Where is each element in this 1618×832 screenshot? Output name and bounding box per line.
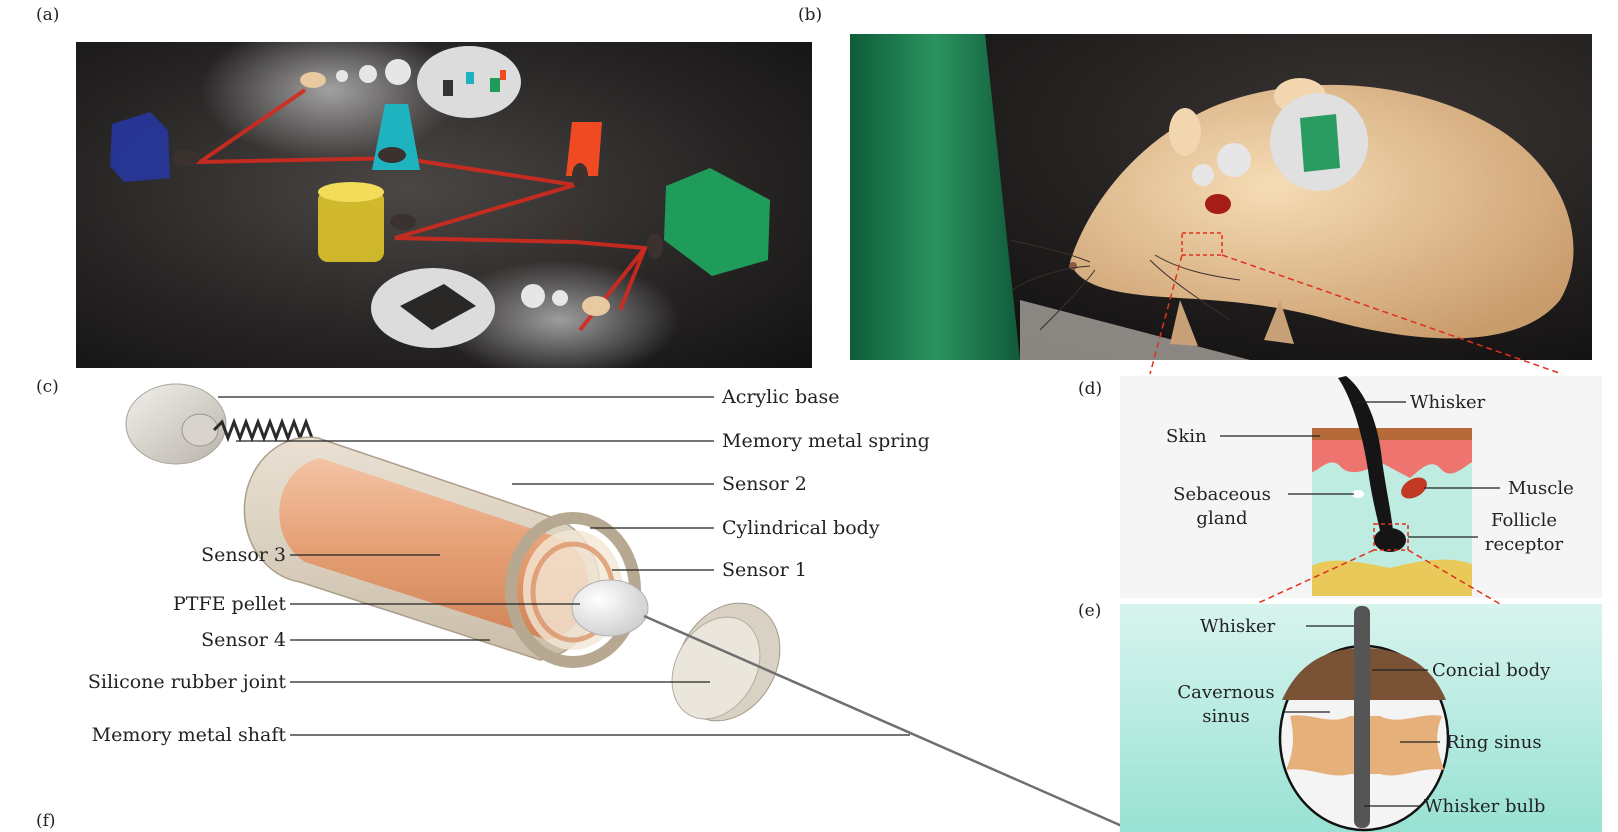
label-whisker-bulb: Whisker bulb xyxy=(1424,796,1545,817)
rat-whiskers xyxy=(1009,239,1241,331)
label-concial-body: Concial body xyxy=(1432,660,1551,681)
mini-arena-top-view xyxy=(400,284,476,330)
panel-label-c: (c) xyxy=(36,377,59,397)
follicle-bulb xyxy=(1374,528,1406,552)
whisker-region-box xyxy=(1181,232,1223,256)
rat-icon xyxy=(300,72,326,88)
thought-bubble xyxy=(385,59,411,85)
label-ring-sinus: Ring sinus xyxy=(1446,732,1542,753)
label-sensor-2: Sensor 2 xyxy=(722,473,807,495)
whisker-hair xyxy=(1338,376,1394,540)
callout-line xyxy=(1149,254,1183,375)
blue-block xyxy=(110,112,170,182)
panel-label-b: (b) xyxy=(798,5,822,25)
label-sensor-4: Sensor 4 xyxy=(201,629,286,651)
thought-bubble xyxy=(1192,164,1214,186)
panel-label-a: (a) xyxy=(36,5,59,25)
arena-spotlight xyxy=(440,260,680,380)
label-sebaceous-line2: gland xyxy=(1196,508,1247,529)
label-whisker-d: Whisker xyxy=(1410,392,1486,413)
label-muscle: Muscle xyxy=(1508,478,1574,499)
label-cavernous-line1: Cavernous xyxy=(1177,682,1274,703)
leader-lines-e xyxy=(1284,625,1440,807)
callout-line xyxy=(1407,549,1501,605)
label-silicone-rubber-joint: Silicone rubber joint xyxy=(88,671,287,693)
label-memory-metal-shaft: Memory metal shaft xyxy=(92,724,287,746)
rat-eye xyxy=(1205,194,1231,214)
rat-paw xyxy=(1264,300,1294,344)
label-acrylic-base: Acrylic base xyxy=(721,386,840,408)
label-skin: Skin xyxy=(1166,426,1207,447)
leader-lines-c xyxy=(218,396,910,736)
mini-maze-object xyxy=(443,80,453,96)
rat-icon xyxy=(390,214,416,230)
label-sebaceous-line1: Sebaceous xyxy=(1173,484,1271,505)
silicone-rubber-joint-face xyxy=(671,616,761,720)
follicle-receptor-box xyxy=(1373,523,1409,551)
panel-e-sinus-anatomy xyxy=(1120,604,1602,832)
label-whisker-e: Whisker xyxy=(1200,616,1276,637)
acrylic-base-hub xyxy=(181,413,219,447)
thought-bubble xyxy=(552,290,568,306)
rat-paw xyxy=(1170,300,1198,346)
thought-bubble xyxy=(521,284,545,308)
thought-bubble xyxy=(359,65,377,83)
label-follicle-line2: receptor xyxy=(1485,534,1564,555)
rat-icon xyxy=(556,224,584,240)
label-cylindrical-body: Cylindrical body xyxy=(722,517,880,539)
rat-ear xyxy=(1169,108,1201,156)
panel-b-rat-scene xyxy=(850,34,1592,360)
rat-icon xyxy=(572,163,588,189)
thought-bubble xyxy=(1217,143,1251,177)
memory-metal-spring xyxy=(212,417,314,443)
callout-line xyxy=(1221,254,1563,375)
rat-icon xyxy=(378,147,406,163)
green-block-thought xyxy=(1300,114,1340,172)
label-memory-metal-spring: Memory metal spring xyxy=(722,430,930,452)
callout-line xyxy=(1255,549,1375,605)
muscle xyxy=(1401,477,1427,499)
whisker-shaft xyxy=(1354,606,1370,828)
dermis-layer xyxy=(1312,440,1472,478)
rat-icon xyxy=(647,233,663,259)
ptfe-pellet xyxy=(571,579,649,637)
memory-metal-shaft xyxy=(643,614,1123,828)
fat-layer xyxy=(1312,559,1472,596)
panel-a-maze-arena xyxy=(76,20,812,380)
thought-bubble xyxy=(336,70,348,82)
mini-maze-object xyxy=(466,72,474,84)
panel-label-f: (f) xyxy=(36,811,56,831)
mini-maze-object xyxy=(500,70,506,80)
orange-block xyxy=(566,122,602,176)
yellow-cylinder-top xyxy=(318,182,384,202)
rat-icon xyxy=(582,296,610,316)
rat-icon xyxy=(172,150,200,166)
panel-label-e: (e) xyxy=(1078,601,1101,621)
yellow-cylinder xyxy=(318,190,384,262)
maze-path xyxy=(193,88,649,332)
skin-band xyxy=(1312,428,1472,440)
label-sensor-1: Sensor 1 xyxy=(722,559,807,581)
label-cavernous-line2: sinus xyxy=(1202,706,1249,727)
mini-maze-object xyxy=(490,78,500,92)
panel-d-follicle-section xyxy=(1120,376,1602,598)
maze-path xyxy=(618,247,647,311)
label-sensor-3: Sensor 3 xyxy=(201,544,286,566)
green-wall xyxy=(850,34,1020,360)
sebaceous-gland xyxy=(1352,490,1364,498)
label-ptfe-pellet: PTFE pellet xyxy=(173,593,286,615)
panel-label-d: (d) xyxy=(1078,379,1102,399)
leader-lines-d xyxy=(1220,401,1500,538)
green-hexagon xyxy=(664,168,770,276)
label-follicle-line1: Follicle xyxy=(1491,510,1557,531)
